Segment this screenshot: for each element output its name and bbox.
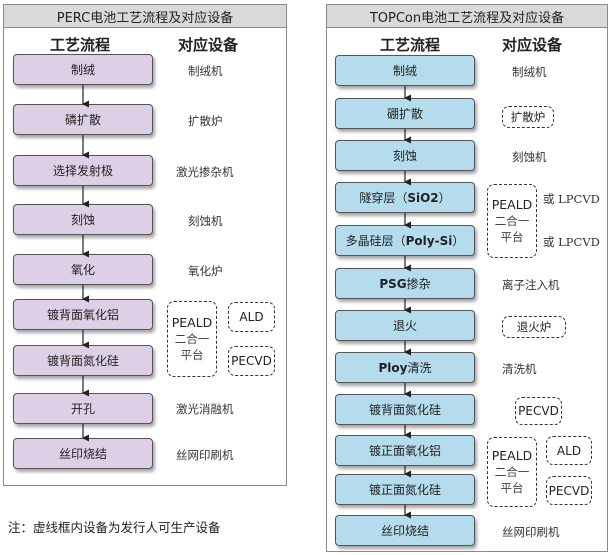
topcon-psg-post: 掺杂 (406, 277, 431, 291)
perc-equip-diffusion: 扩散炉 (188, 114, 223, 128)
topcon-tunnel-pre: 隧穿层（ (359, 191, 408, 205)
topcon-poly-pre: 多晶硅层（ (345, 234, 406, 248)
topcon-anneal-box: 退火炉 (502, 316, 566, 338)
topcon-pecvd-box: PECVD (515, 397, 562, 425)
topcon-ploy-post: 清洗 (407, 361, 432, 375)
topcon-equip-texturing: 制绒机 (512, 65, 547, 79)
topcon-step-texturing: 制绒 (335, 55, 475, 86)
perc-pecvd-box: PECVD (228, 346, 275, 376)
topcon-equip-cleaner: 清洗机 (502, 362, 537, 376)
topcon-peald-top-line3: 平台 (500, 230, 524, 244)
perc-step-selective-emitter: 选择发射极 (13, 155, 153, 186)
topcon-peald-bottom-label: PEALD (491, 448, 533, 463)
perc-step-oxidation: 氧化 (13, 254, 153, 285)
perc-equip-laser-doping: 激光掺杂机 (176, 165, 234, 179)
topcon-ald-box: ALD (546, 436, 592, 465)
topcon-equip-etching: 刻蚀机 (512, 150, 547, 164)
topcon-peald-box-top: PEALD 二合一 平台 (487, 184, 537, 258)
perc-peald-box: PEALD 二合一 平台 (167, 301, 217, 377)
perc-ald-box: ALD (228, 302, 275, 332)
topcon-step-rear-sinx: 镀背面氮化硅 (335, 394, 475, 425)
topcon-poly-bold: Poly-Si (405, 233, 453, 248)
topcon-process-header: 工艺流程 (380, 36, 441, 54)
perc-step-texturing: 制绒 (13, 54, 153, 85)
perc-equip-texturing: 制绒机 (188, 64, 223, 78)
topcon-peald-top-line2: 二合一 (494, 214, 530, 228)
topcon-step-front-alox: 镀正面氧化铝 (335, 435, 475, 466)
footnote: 注：虚线框内设备为发行人可生产设备 (8, 520, 221, 535)
topcon-equipment-header: 对应设备 (502, 36, 563, 54)
topcon-equip-screen-printer: 丝网印刷机 (502, 525, 560, 539)
perc-peald-line2: 二合一 (174, 332, 210, 346)
topcon-tunnel-bold: SiO2 (407, 190, 439, 205)
topcon-pecvd-box-2: PECVD (546, 476, 592, 505)
topcon-equip-lpcvd-2: 或 LPCVD (543, 235, 600, 249)
topcon-peald-top-label: PEALD (491, 197, 533, 212)
topcon-ploy-bold: Ploy (378, 360, 408, 375)
topcon-peald-box-bottom: PEALD 二合一 平台 (487, 437, 537, 507)
perc-step-phosphorus-diffusion: 磷扩散 (13, 104, 153, 135)
topcon-peald-bottom-line3: 平台 (500, 481, 524, 495)
perc-step-screen-printing: 丝印烧结 (13, 438, 153, 469)
topcon-tunnel-post: ） (438, 191, 451, 205)
perc-peald-label: PEALD (171, 315, 213, 330)
topcon-step-boron-diffusion: 硼扩散 (335, 98, 475, 129)
topcon-peald-bottom-line2: 二合一 (494, 465, 530, 479)
topcon-poly-post: ） (452, 234, 465, 248)
topcon-equip-lpcvd-1: 或 LPCVD (543, 192, 600, 206)
topcon-panel-title: TOPCon电池工艺流程及对应设备 (327, 5, 607, 28)
perc-equip-oxidation: 氧化炉 (188, 264, 223, 278)
perc-equip-etching: 刻蚀机 (188, 214, 223, 228)
topcon-diffusion-box: 扩散炉 (502, 106, 554, 128)
perc-equip-screen-printer: 丝网印刷机 (176, 448, 234, 462)
perc-process-header: 工艺流程 (50, 36, 111, 54)
perc-equipment-header: 对应设备 (178, 36, 239, 54)
topcon-step-front-sinx: 镀正面氮化硅 (335, 474, 475, 505)
perc-peald-line3: 平台 (180, 348, 204, 362)
perc-step-rear-alox: 镀背面氧化铝 (13, 299, 153, 330)
perc-equip-laser-ablation: 激光消融机 (176, 402, 234, 416)
perc-panel-title: PERC电池工艺流程及对应设备 (4, 5, 286, 28)
topcon-psg-bold: PSG (379, 276, 407, 291)
topcon-step-annealing: 退火 (335, 310, 475, 341)
topcon-equip-ion-implanter: 离子注入机 (502, 278, 560, 292)
